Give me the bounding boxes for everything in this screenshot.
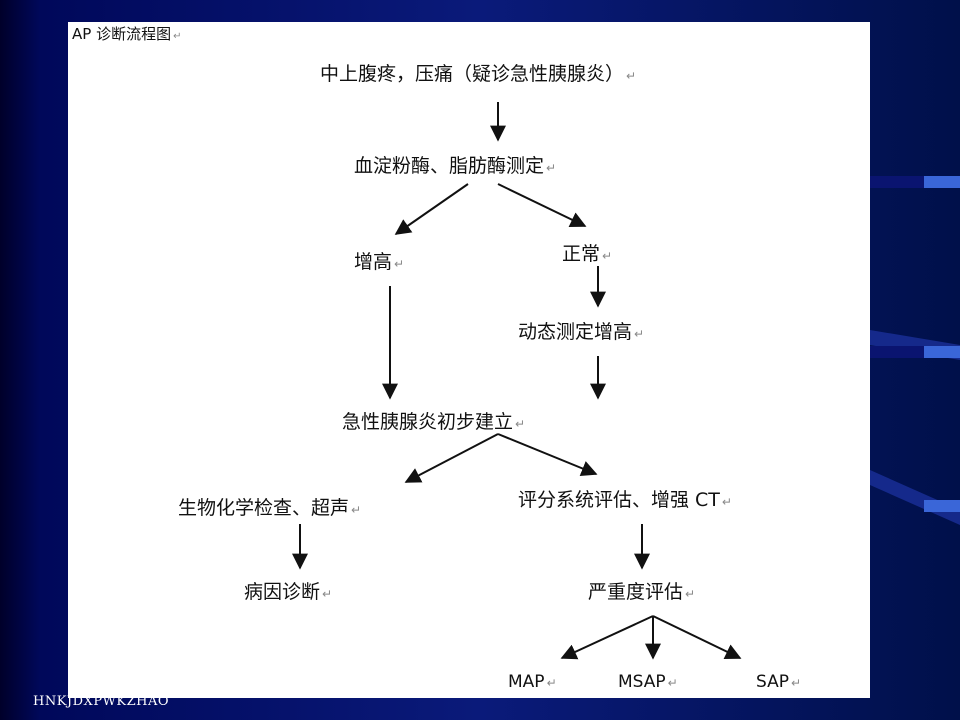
flowchart-arrows [292,102,742,660]
diagram-title: AP 诊断流程图↵ [72,24,181,47]
node-scoring-text: 评分系统评估、增强 CT [518,489,720,511]
node-dynamic-text: 动态测定增高 [518,321,633,343]
node-elevated-text: 增高 [354,251,393,273]
node-etiology: 病因诊断↵ [244,580,332,606]
node-normal: 正常↵ [562,242,612,268]
return-mark: ↵ [515,417,526,431]
node-scoring: 评分系统评估、增强 CT↵ [518,488,732,514]
return-mark: ↵ [626,69,637,83]
return-mark: ↵ [173,31,182,42]
node-biochem-text: 生物化学检查、超声 [178,497,350,519]
return-mark: ↵ [351,503,362,517]
node-sap-text: SAP [756,672,789,692]
accent-stripe [924,346,960,358]
flowchart-panel: AP 诊断流程图↵ 中上腹疼，压痛（疑诊急性胰腺炎）↵ 血淀粉酶、脂肪酶测定↵ … [68,22,870,698]
return-mark: ↵ [667,676,678,690]
return-mark: ↵ [791,676,802,690]
node-severity-text: 严重度评估 [588,581,684,603]
node-start-text: 中上腹疼，压痛（疑诊急性胰腺炎） [320,63,625,85]
node-msap-text: MSAP [618,672,666,692]
accent-stripe [924,500,960,512]
return-mark: ↵ [546,161,557,175]
node-dynamic: 动态测定增高↵ [518,320,644,346]
return-mark: ↵ [634,327,645,341]
return-mark: ↵ [721,495,732,509]
node-map-text: MAP [508,672,545,692]
return-mark: ↵ [602,249,613,263]
return-mark: ↵ [685,587,696,601]
node-test-text: 血淀粉酶、脂肪酶测定 [354,155,545,177]
node-severity: 严重度评估↵ [588,580,695,606]
accent-stripe [924,176,960,188]
node-established-text: 急性胰腺炎初步建立 [342,411,514,433]
node-sap: SAP↵ [756,670,801,695]
return-mark: ↵ [322,587,333,601]
arrow-test-to-normal [497,183,587,227]
node-start: 中上腹疼，压痛（疑诊急性胰腺炎）↵ [320,62,636,88]
arrow-test-to-elevated [394,183,469,235]
node-msap: MSAP↵ [618,670,678,695]
node-normal-text: 正常 [562,243,601,265]
node-biochem: 生物化学检查、超声↵ [178,496,361,522]
node-elevated: 增高↵ [354,250,404,276]
node-etiology-text: 病因诊断 [244,581,321,603]
footer-watermark: HNKJDXPWKZHAO [33,694,170,709]
arrow-established-to-scoring [497,433,598,476]
node-test: 血淀粉酶、脂肪酶测定↵ [354,154,556,180]
node-map: MAP↵ [508,670,557,695]
arrow-severity-to-map [560,615,654,660]
return-mark: ↵ [546,676,557,690]
arrow-established-to-biochem [404,433,499,483]
return-mark: ↵ [394,257,405,271]
node-established: 急性胰腺炎初步建立↵ [342,410,525,436]
diagram-title-text: AP 诊断流程图 [72,25,172,43]
arrow-severity-to-sap [652,615,742,659]
